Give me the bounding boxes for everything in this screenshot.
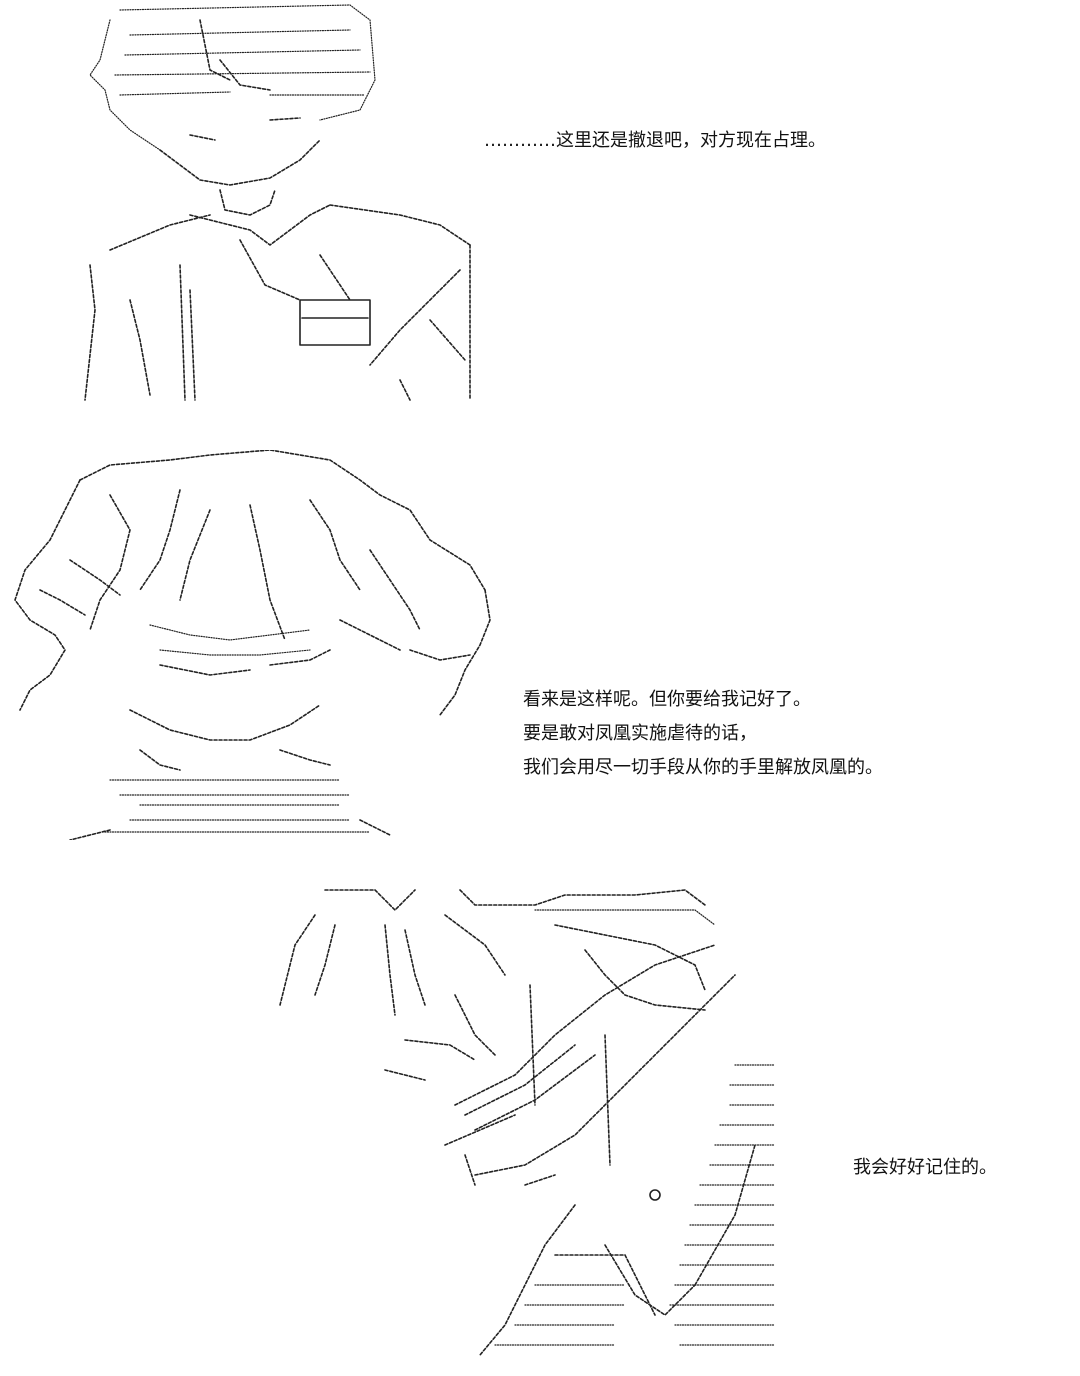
- figure-ascii-art: [275, 885, 785, 1365]
- speech-line: 看来是这样呢。但你要给我记好了。: [523, 689, 811, 710]
- manga-panel-3: 我会好好记住的。: [0, 880, 1080, 1370]
- boy-ascii-art: [70, 0, 490, 410]
- manga-panel-2: 看来是这样呢。但你要给我记好了。 要是敢对凤凰实施虐待的话， 我们会用尽一切手段…: [0, 440, 1080, 850]
- speech-line: 我会好好记住的。: [853, 1157, 997, 1178]
- speech-text-2: 看来是这样呢。但你要给我记好了。 要是敢对凤凰实施虐待的话， 我们会用尽一切手段…: [523, 683, 883, 785]
- girl-ascii-art: [10, 450, 500, 840]
- speech-text-1: …………这里还是撤退吧，对方现在占理。: [484, 124, 826, 158]
- speech-line: 要是敢对凤凰实施虐待的话，: [523, 723, 757, 744]
- speech-line: …………这里还是撤退吧，对方现在占理。: [484, 130, 826, 151]
- speech-line: 我们会用尽一切手段从你的手里解放凤凰的。: [523, 757, 883, 778]
- manga-panel-1: …………这里还是撤退吧，对方现在占理。: [0, 0, 1080, 420]
- speech-text-3: 我会好好记住的。: [853, 1151, 997, 1185]
